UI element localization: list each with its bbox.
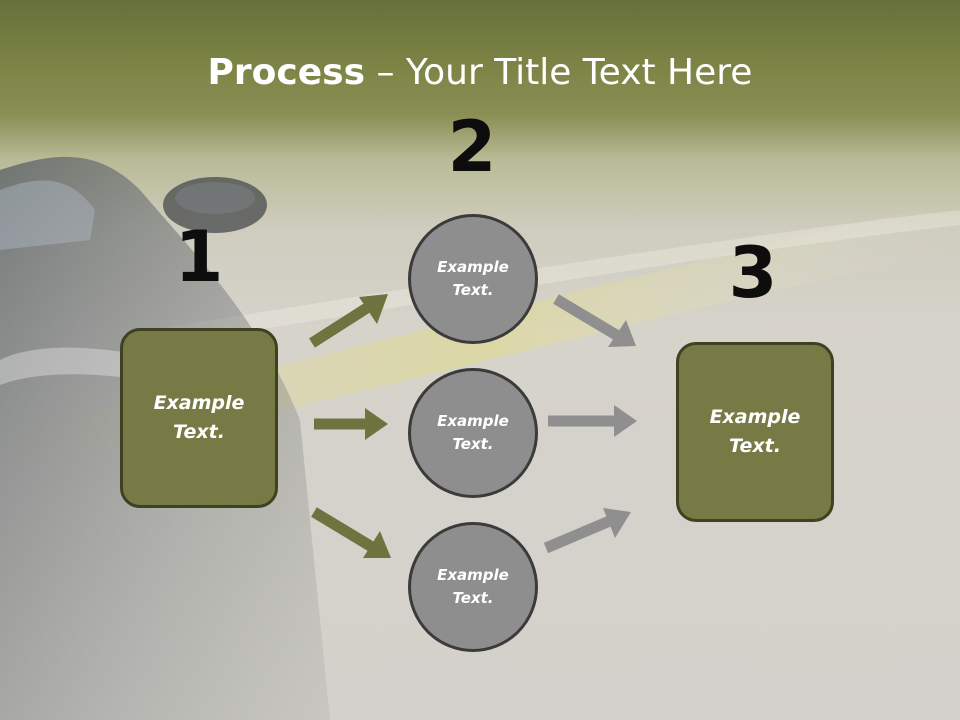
step-3-label: Example Text. [709, 406, 801, 457]
title-rest: – Your Title Text Here [365, 52, 753, 93]
title-bold: Process [207, 52, 366, 93]
circle-middle-label: Example Text. [437, 412, 509, 453]
slide-title: Process – Your Title Text Here [0, 52, 960, 93]
circle-top-label: Example Text. [437, 258, 509, 299]
arrow-1-to-circle-bottom [311, 507, 391, 558]
arrow-circle-top-to-3 [553, 294, 636, 347]
step-3-box: Example Text. [676, 342, 834, 522]
circle-bottom-label: Example Text. [437, 566, 509, 607]
step-2-circle-middle: Example Text. [408, 368, 538, 498]
step-1-label: Example Text. [153, 392, 245, 443]
step-number-2: 2 [447, 106, 497, 188]
arrow-1-to-circle-top [309, 294, 388, 348]
step-number-3: 3 [728, 232, 778, 314]
step-1-box: Example Text. [120, 328, 278, 508]
arrow-circle-bottom-to-3 [543, 508, 631, 554]
arrow-circle-middle-to-3 [548, 405, 637, 437]
step-2-circle-bottom: Example Text. [408, 522, 538, 652]
arrow-1-to-circle-middle [314, 408, 388, 440]
step-number-1: 1 [174, 216, 224, 298]
step-2-circle-top: Example Text. [408, 214, 538, 344]
